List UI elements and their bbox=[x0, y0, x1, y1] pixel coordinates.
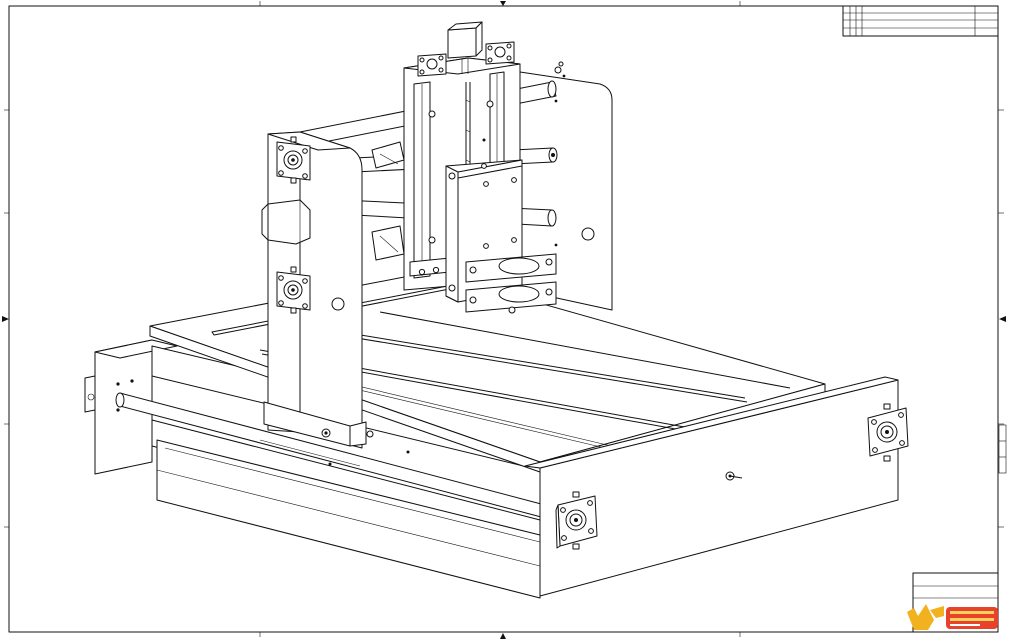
bearing-block-front-left bbox=[555, 491, 598, 550]
cnc-machine-drawing bbox=[84, 21, 909, 599]
motor-mount-left bbox=[261, 199, 311, 245]
bearing-block-right bbox=[867, 403, 909, 462]
title-block bbox=[912, 572, 999, 633]
bearing-block-left-upper bbox=[276, 136, 311, 184]
right-end-plate bbox=[524, 376, 899, 597]
bearing-block-left-lower bbox=[276, 266, 311, 314]
spindle-clamp-lower bbox=[465, 281, 557, 314]
spindle-clamp-upper bbox=[465, 253, 557, 283]
watermark-logo bbox=[907, 604, 998, 630]
revision-block bbox=[842, 5, 999, 37]
